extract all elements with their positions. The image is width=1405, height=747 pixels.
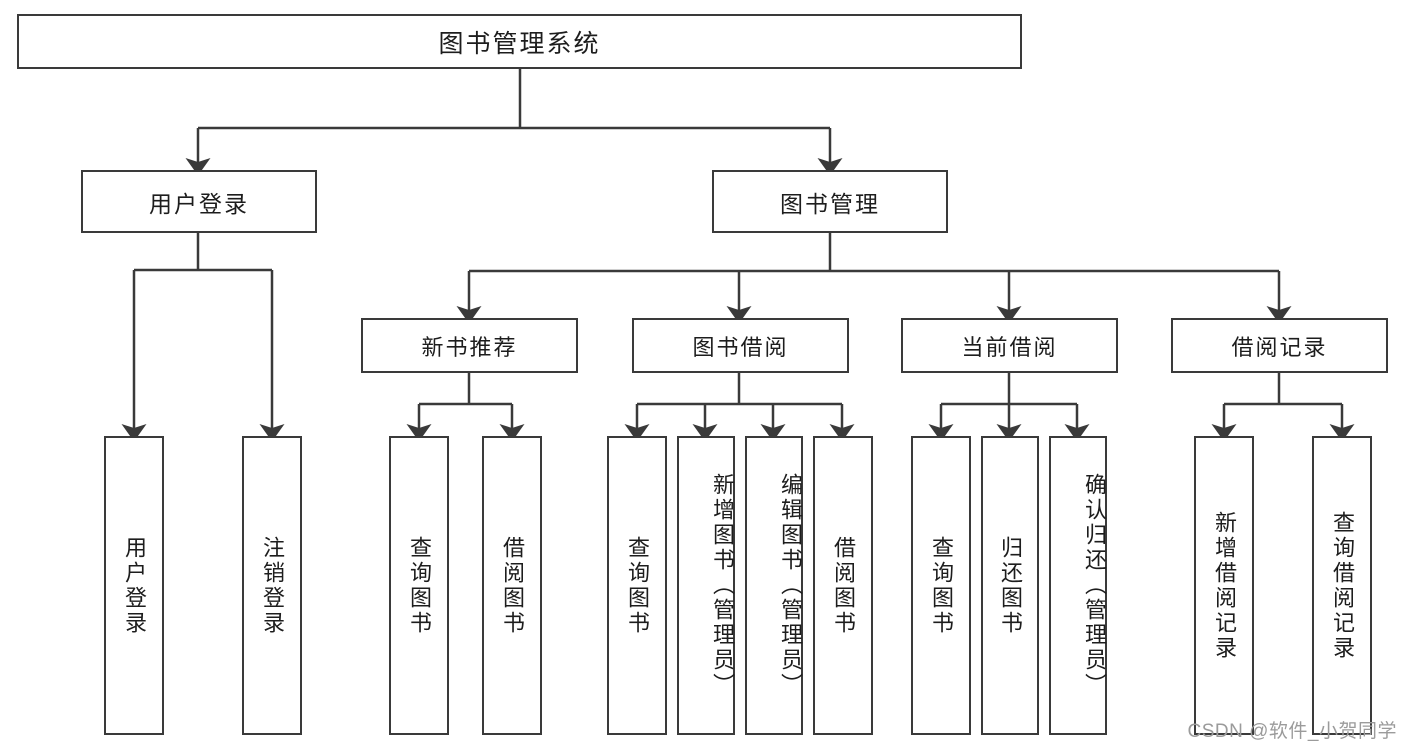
node-leaf-query-book-current[interactable]: 查询图书	[911, 436, 971, 735]
node-label: 归还图书	[998, 535, 1023, 636]
node-borrow-record[interactable]: 借阅记录	[1171, 318, 1388, 373]
node-leaf-add-book-admin[interactable]: 新增图书（管理员）	[677, 436, 735, 735]
node-label: 新增图书（管理员）	[710, 473, 735, 698]
node-label: 借阅记录	[1231, 334, 1328, 360]
node-new-book-recommend[interactable]: 新书推荐	[361, 318, 578, 373]
node-leaf-user-login[interactable]: 用户登录	[104, 436, 164, 735]
node-label: 确认归还（管理员）	[1082, 473, 1107, 698]
node-label: 用户登录	[122, 535, 147, 636]
node-leaf-add-borrow-record[interactable]: 新增借阅记录	[1194, 436, 1254, 735]
node-leaf-user-logout[interactable]: 注销登录	[242, 436, 302, 735]
node-label: 查询借阅记录	[1330, 510, 1355, 661]
node-label: 图书借阅	[692, 334, 789, 360]
node-label: 新书推荐	[421, 334, 518, 360]
node-label: 图书管理	[780, 190, 880, 217]
node-label: 注销登录	[260, 535, 285, 636]
node-leaf-edit-book-admin[interactable]: 编辑图书（管理员）	[745, 436, 803, 735]
node-current-borrow[interactable]: 当前借阅	[901, 318, 1118, 373]
node-leaf-query-borrow-record[interactable]: 查询借阅记录	[1312, 436, 1372, 735]
node-label: 用户登录	[149, 190, 249, 217]
node-label: 编辑图书（管理员）	[778, 473, 803, 698]
node-user-login[interactable]: 用户登录	[81, 170, 317, 233]
node-leaf-query-book-borrow[interactable]: 查询图书	[607, 436, 667, 735]
node-book-manage[interactable]: 图书管理	[712, 170, 948, 233]
node-label: 查询图书	[407, 535, 432, 636]
node-label: 查询图书	[625, 535, 650, 636]
node-leaf-confirm-return-admin[interactable]: 确认归还（管理员）	[1049, 436, 1107, 735]
node-label: 图书管理系统	[438, 29, 601, 58]
node-leaf-query-book-recommend[interactable]: 查询图书	[389, 436, 449, 735]
node-label: 新增借阅记录	[1212, 510, 1237, 661]
node-label: 查询图书	[929, 535, 954, 636]
node-book-borrow[interactable]: 图书借阅	[632, 318, 849, 373]
node-label: 当前借阅	[961, 334, 1058, 360]
node-leaf-return-book[interactable]: 归还图书	[981, 436, 1039, 735]
node-root-book-management-system[interactable]: 图书管理系统	[17, 14, 1022, 69]
node-label: 借阅图书	[500, 535, 525, 636]
csdn-watermark: CSDN @软件_小贺同学	[1187, 721, 1397, 742]
node-label: 借阅图书	[831, 535, 856, 636]
node-leaf-borrow-book[interactable]: 借阅图书	[813, 436, 873, 735]
node-leaf-borrow-book-recommend[interactable]: 借阅图书	[482, 436, 542, 735]
